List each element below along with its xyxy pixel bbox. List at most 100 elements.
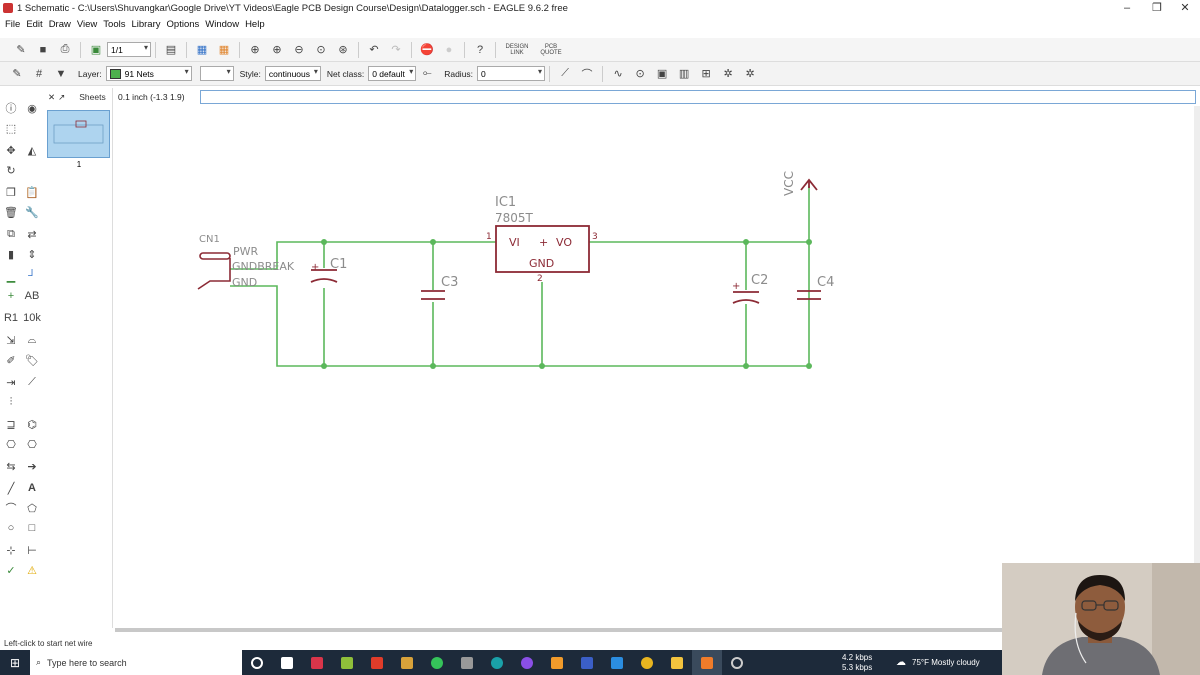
close-icon[interactable]: ✕ xyxy=(1180,2,1190,14)
horizontal-scrollbar[interactable] xyxy=(115,628,1197,632)
dimension-icon[interactable]: ⊢ xyxy=(27,544,37,557)
slack-icon[interactable] xyxy=(392,650,422,675)
zoom-in-icon[interactable]: ⊕ xyxy=(272,44,282,56)
zoom-fit-icon[interactable]: ⊕ xyxy=(250,44,260,56)
menu-help[interactable]: Help xyxy=(245,19,265,30)
save-icon[interactable]: ■ xyxy=(39,43,47,56)
netclass-select[interactable]: 0 default xyxy=(368,66,417,81)
app-icon-2[interactable] xyxy=(332,650,362,675)
expand-panel-icon[interactable]: ↗ xyxy=(58,91,66,102)
split-icon[interactable]: ⇲ xyxy=(6,334,16,347)
net-icon[interactable]: ▁ xyxy=(6,270,16,283)
show-icon[interactable]: ◉ xyxy=(27,102,37,115)
app-icon-3[interactable] xyxy=(362,650,392,675)
erc-icon[interactable]: ✓ xyxy=(6,564,16,577)
windows-start-icon[interactable]: ⊞ xyxy=(9,655,21,670)
bus-icon[interactable]: ┘ xyxy=(28,270,36,282)
zoom-redraw-icon[interactable]: ⊙ xyxy=(316,44,326,56)
move-icon[interactable]: ✥ xyxy=(6,144,16,157)
app-icon-5[interactable] xyxy=(722,650,752,675)
new-file-icon[interactable]: ✎ xyxy=(16,44,26,56)
arrow-icon[interactable]: ➔ xyxy=(27,460,37,473)
radius-select[interactable]: 0 xyxy=(477,66,546,81)
select-icon[interactable]: ⬚ xyxy=(5,122,17,135)
cortana-icon[interactable] xyxy=(242,650,272,675)
rotate-icon[interactable]: ↻ xyxy=(6,164,16,177)
warning-icon[interactable]: ⚠ xyxy=(27,564,37,577)
delete-icon[interactable]: 🗑 xyxy=(4,206,18,219)
bend-arc-icon[interactable]: ⌒ xyxy=(581,68,593,81)
text-icon[interactable]: A xyxy=(28,482,36,494)
grid-icon[interactable]: # xyxy=(35,67,43,80)
capacitor-c2[interactable]: + C2 xyxy=(732,273,768,304)
isis-icon[interactable] xyxy=(572,650,602,675)
menu-file[interactable]: File xyxy=(5,19,21,30)
redo-icon[interactable]: ↷ xyxy=(391,44,401,56)
help-icon[interactable]: ? xyxy=(476,43,484,56)
add-part-icon[interactable]: ⊒ xyxy=(6,418,16,431)
meander-icon[interactable]: ∿ xyxy=(613,68,623,80)
settings-icon[interactable]: ✲ xyxy=(723,68,733,80)
menu-window[interactable]: Window xyxy=(205,19,240,30)
pinswap-icon[interactable]: ⇥ xyxy=(6,376,16,389)
group-icon[interactable]: ⧉ xyxy=(7,227,15,240)
capacitor-c4[interactable]: C4 xyxy=(797,275,834,300)
restore-icon[interactable]: ❐ xyxy=(1152,2,1162,14)
circle-icon[interactable]: ○ xyxy=(7,522,15,534)
whatsapp-icon[interactable] xyxy=(422,650,452,675)
line-icon[interactable]: ╱ xyxy=(7,482,15,495)
taskbar-search[interactable]: ⌕ Type here to search xyxy=(30,650,242,675)
app-icon-4[interactable] xyxy=(452,650,482,675)
wire-icon[interactable]: ⟜ xyxy=(422,67,432,79)
name-icon[interactable]: R1 xyxy=(3,312,19,324)
ripup-icon[interactable]: ⫶ xyxy=(9,395,13,408)
wire-bend-select[interactable] xyxy=(199,66,234,81)
menu-draw[interactable]: Draw xyxy=(48,19,71,30)
tool-a-icon[interactable]: ▣ xyxy=(656,68,668,80)
layer-settings-icon[interactable]: ▤ xyxy=(165,44,177,56)
brd-switch-icon[interactable]: ▣ xyxy=(90,44,102,56)
minimize-icon[interactable]: – xyxy=(1123,2,1131,14)
go-icon[interactable]: ● xyxy=(445,43,453,56)
add-net-icon[interactable]: ⊞ xyxy=(701,68,711,80)
menu-view[interactable]: View xyxy=(76,19,98,30)
tool-b-icon[interactable]: ▥ xyxy=(678,68,690,80)
slash-icon[interactable]: ⟋ xyxy=(28,375,36,388)
mirror-icon[interactable]: ◭ xyxy=(27,144,37,157)
sheet-select[interactable]: 1/1 xyxy=(107,42,151,57)
info-icon[interactable]: ⓘ xyxy=(5,103,17,115)
replace-icon[interactable]: ▮ xyxy=(7,248,15,261)
settings-alt-icon[interactable]: ✲ xyxy=(745,68,755,80)
inspect-icon[interactable]: ⊙ xyxy=(635,68,645,80)
polygon-icon[interactable]: ⬠ xyxy=(27,502,37,515)
value-icon[interactable]: 10k xyxy=(23,312,41,324)
gateswap-icon[interactable]: ⇄ xyxy=(27,228,37,241)
paste-icon[interactable]: 📋 xyxy=(25,186,39,199)
module-icon[interactable]: ⎔ xyxy=(6,438,16,451)
label-icon[interactable]: AB xyxy=(24,290,40,302)
port-icon[interactable]: ⎔ xyxy=(27,438,37,451)
app-icon-1[interactable] xyxy=(302,650,332,675)
stop-icon[interactable]: ⛔ xyxy=(420,44,434,56)
ulp-icon[interactable]: ▦ xyxy=(218,44,230,56)
design-link-button[interactable]: DESIGN LINK xyxy=(505,43,529,56)
capacitor-c3[interactable]: C3 xyxy=(421,275,458,300)
menu-library[interactable]: Library xyxy=(131,19,161,30)
frame-icon[interactable]: ⌬ xyxy=(27,418,37,431)
change-icon[interactable]: ⇕ xyxy=(27,248,37,261)
supply-vcc[interactable]: VCC xyxy=(782,171,818,196)
arduino-icon[interactable] xyxy=(482,650,512,675)
messenger-icon[interactable] xyxy=(512,650,542,675)
smash-icon[interactable]: ✐ xyxy=(6,354,16,367)
script-icon[interactable]: ▦ xyxy=(196,44,208,56)
task-view-icon[interactable] xyxy=(272,650,302,675)
pen-icon[interactable]: ✎ xyxy=(12,68,22,80)
sheet-thumbnail[interactable] xyxy=(47,110,110,158)
connector-cn1[interactable]: CN1 PWR GNDBREAK GND xyxy=(197,234,295,290)
print-icon[interactable]: ⎙ xyxy=(60,43,70,55)
junction-icon[interactable]: + xyxy=(7,290,15,302)
menu-options[interactable]: Options xyxy=(166,19,200,30)
vertical-scrollbar[interactable] xyxy=(1194,106,1200,628)
mark-icon[interactable]: ⊹ xyxy=(6,544,16,557)
menu-tools[interactable]: Tools xyxy=(103,19,126,30)
